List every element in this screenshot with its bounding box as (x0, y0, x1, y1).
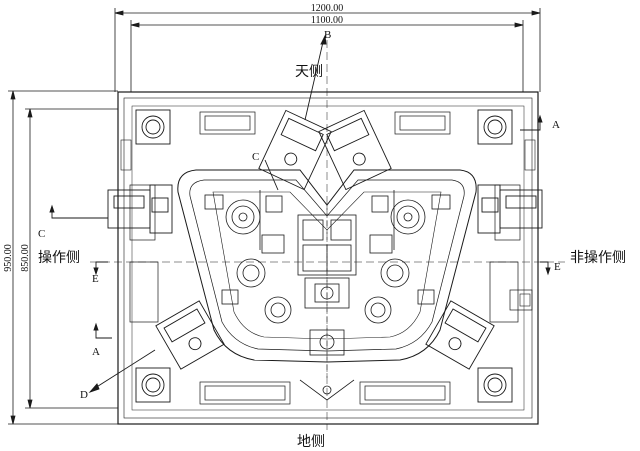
guide-pillar-bottom-left (135, 367, 171, 403)
section-c-left-label: C (38, 228, 45, 240)
core-mechanisms (204, 190, 451, 324)
strip-plates (129, 111, 521, 405)
top-side-label: 天侧 (295, 64, 323, 80)
section-a-right-label: A (552, 119, 560, 131)
slide-top-right (318, 109, 392, 191)
slide-bottom-right (425, 300, 495, 370)
guide-pillar-bottom-right (477, 367, 513, 403)
slide-right (477, 184, 543, 234)
section-d-label: D (80, 389, 88, 401)
section-e-left-label: E (92, 273, 99, 285)
center-lines (90, 40, 565, 430)
dim-inner-height: 850.00 (20, 244, 31, 272)
section-c-upper-label: C (252, 151, 259, 163)
guide-pillar-top-right (477, 109, 513, 145)
slide-left (107, 184, 173, 234)
guide-pillar-bore (141, 115, 165, 139)
cavity-insert (177, 169, 477, 363)
dim-overall-height: 950.00 (3, 244, 14, 272)
guide-pillar-bore (141, 373, 165, 397)
section-e-right-label: E (554, 261, 561, 273)
guide-pillars (135, 109, 513, 403)
section-b-label: B (324, 29, 331, 41)
dim-overall-width: 1200.00 (311, 3, 344, 14)
slide-bottom-left (155, 300, 225, 370)
dim-inner-width: 1100.00 (311, 15, 343, 26)
guide-pillar-bore (483, 115, 507, 139)
bottom-side-label: 地侧 (297, 434, 325, 450)
guide-pillar-top-left (135, 109, 171, 145)
slide-top-left (258, 109, 332, 191)
dimension-lines (8, 8, 541, 425)
section-a-left-label: A (92, 346, 100, 358)
non-operator-side-label: 非操作侧 (570, 250, 626, 266)
guide-pillar-bore (483, 373, 507, 397)
mold-base-plate (117, 91, 539, 425)
section-arrows (49, 34, 551, 393)
operator-side-label: 操作侧 (38, 250, 80, 266)
